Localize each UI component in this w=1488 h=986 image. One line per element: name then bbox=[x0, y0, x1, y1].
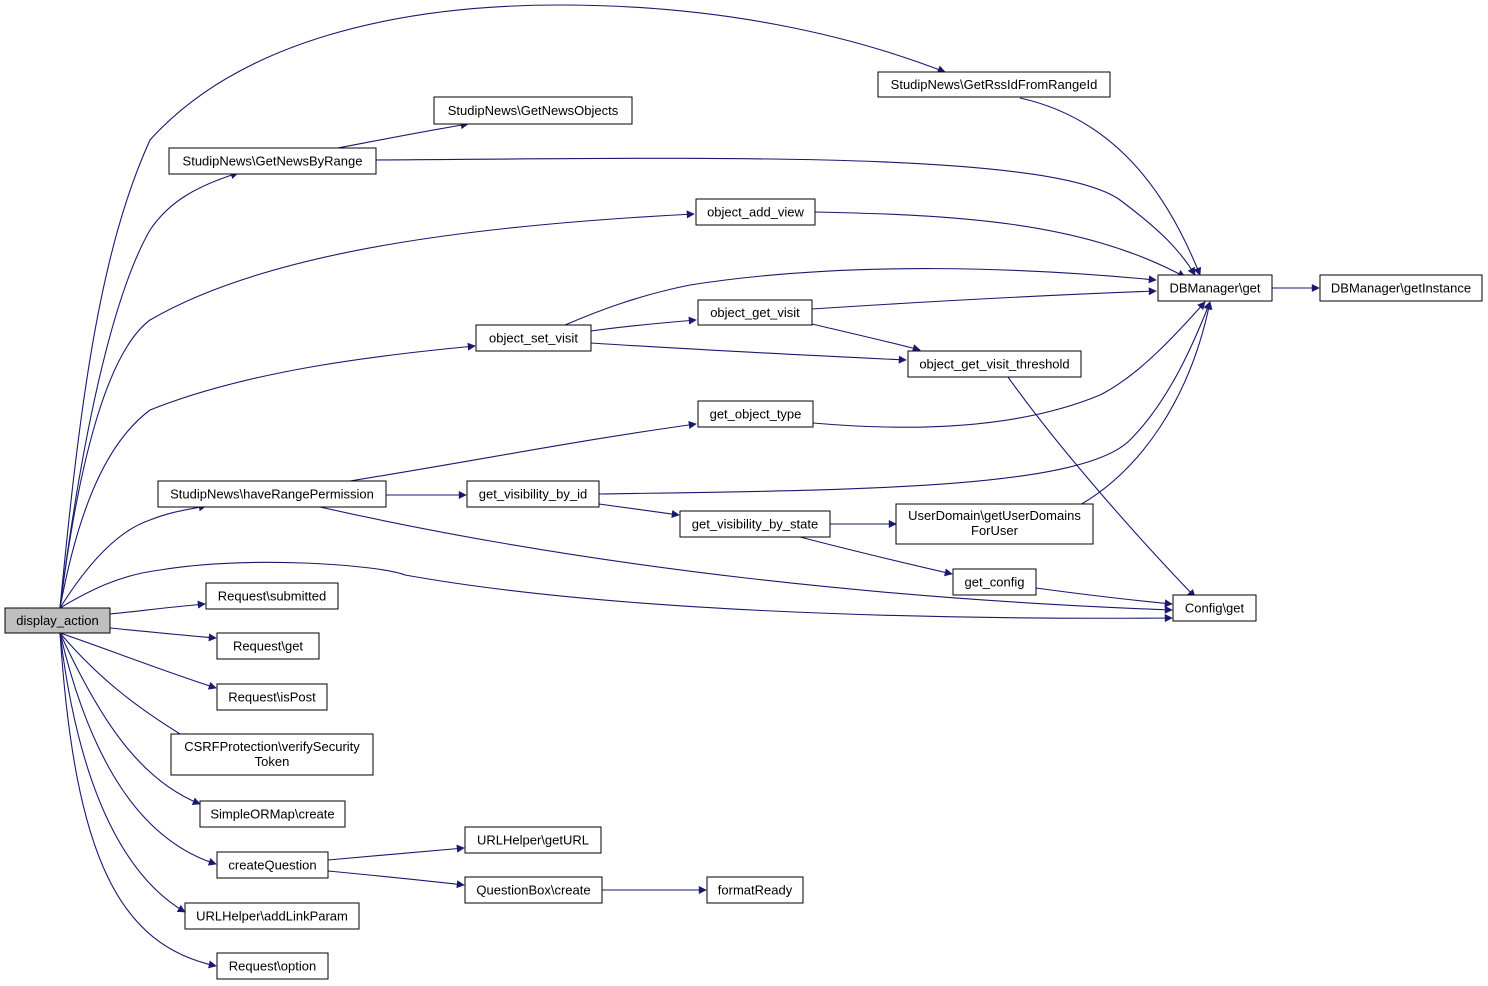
edge-get-visibility-by-id-to-dbmanager-get bbox=[598, 301, 1212, 495]
node-getrssidfromrangeid[interactable]: StudipNews\GetRssIdFromRangeId bbox=[877, 71, 1111, 98]
node-label: Request\get bbox=[233, 639, 303, 654]
node-display-action[interactable]: display_action bbox=[4, 607, 111, 634]
edge-threshold-to-config-get bbox=[1007, 376, 1196, 598]
node-getnewsbyrange[interactable]: StudipNews\GetNewsByRange bbox=[168, 147, 377, 175]
node-request-option[interactable]: Request\option bbox=[216, 952, 329, 980]
edge-object-set-visit-to-dbmanager-get bbox=[564, 268, 1157, 326]
node-simpleormap-create[interactable]: SimpleORMap\create bbox=[199, 800, 346, 828]
node-questionbox-create[interactable]: QuestionBox\create bbox=[464, 876, 603, 904]
node-label: object_get_visit bbox=[710, 305, 800, 320]
node-label: Token bbox=[255, 754, 290, 769]
node-dbmanager-getinstance[interactable]: DBManager\getInstance bbox=[1319, 274, 1483, 302]
node-label: QuestionBox\create bbox=[476, 883, 590, 898]
node-label: StudipNews\haveRangePermission bbox=[170, 487, 374, 502]
node-dbmanager-get[interactable]: DBManager\get bbox=[1157, 274, 1273, 302]
node-get-visibility-by-id[interactable]: get_visibility_by_id bbox=[466, 480, 600, 508]
node-label: ForUser bbox=[971, 523, 1019, 538]
edge-createquestion-to-urlhelper-geturl bbox=[327, 844, 465, 861]
edge-display-action-to-getrssid bbox=[59, 4, 946, 609]
edge-object-add-view-to-dbmanager-get bbox=[814, 211, 1186, 278]
node-object-get-visit-threshold[interactable]: object_get_visit_threshold bbox=[907, 350, 1082, 378]
node-get-object-type[interactable]: get_object_type bbox=[697, 400, 814, 428]
node-label: URLHelper\addLinkParam bbox=[196, 909, 348, 924]
edge-display-action-to-haverangepermission bbox=[59, 503, 207, 609]
edge-display-action-to-request-option bbox=[59, 632, 217, 969]
node-label: StudipNews\GetRssIdFromRangeId bbox=[891, 77, 1098, 92]
edge-display-action-to-request-submitted bbox=[109, 600, 206, 615]
edge-object-get-visit-to-dbmanager-get bbox=[811, 287, 1157, 310]
edge-getnewsbyrange-to-dbmanager-get bbox=[375, 157, 1196, 276]
node-label: formatReady bbox=[718, 883, 793, 898]
edge-get-config-to-config-get bbox=[1035, 587, 1173, 608]
edge-display-action-to-simpleormap-create bbox=[59, 632, 201, 806]
node-label: display_action bbox=[16, 613, 98, 628]
edge-by-state-to-get-config bbox=[799, 536, 953, 577]
edge-display-action-to-request-get bbox=[109, 627, 217, 642]
node-label: object_get_visit_threshold bbox=[919, 357, 1069, 372]
edge-haverangepermission-to-get-object-type bbox=[349, 421, 697, 482]
node-label: StudipNews\GetNewsByRange bbox=[183, 154, 363, 169]
node-label: CSRFProtection\verifySecurity bbox=[184, 739, 360, 754]
edge-display-action-to-createquestion bbox=[59, 632, 217, 866]
edge-display-action-to-urlhelper-addlinkparam bbox=[59, 632, 186, 913]
node-request-get[interactable]: Request\get bbox=[216, 632, 320, 660]
node-object-get-visit[interactable]: object_get_visit bbox=[697, 299, 813, 326]
node-csrf-verifysecuritytoken[interactable]: CSRFProtection\verifySecurity Token bbox=[170, 733, 374, 776]
node-urlhelper-geturl[interactable]: URLHelper\getURL bbox=[464, 826, 602, 854]
node-label: URLHelper\getURL bbox=[477, 833, 589, 848]
edge-display-action-to-request-ispost bbox=[59, 632, 217, 690]
node-label: Config\get bbox=[1185, 601, 1245, 616]
node-label: Request\submitted bbox=[218, 589, 326, 604]
node-getuserdomainsforuser[interactable]: UserDomain\getUserDomains ForUser bbox=[895, 503, 1094, 545]
edge-object-set-visit-to-threshold bbox=[590, 342, 907, 364]
node-label: object_set_visit bbox=[489, 331, 578, 346]
edge-display-action-to-getnewsbyrange bbox=[59, 171, 239, 609]
node-label: createQuestion bbox=[228, 858, 316, 873]
node-label: get_object_type bbox=[710, 407, 802, 422]
edge-display-action-to-config-get bbox=[59, 561, 1173, 623]
node-label: SimpleORMap\create bbox=[210, 807, 334, 822]
node-label: get_visibility_by_id bbox=[479, 487, 587, 502]
node-label: object_add_view bbox=[707, 205, 804, 220]
node-get-config[interactable]: get_config bbox=[952, 568, 1037, 596]
node-object-add-view[interactable]: object_add_view bbox=[695, 198, 816, 226]
edge-getuserdomains-to-dbmanager-get bbox=[1079, 301, 1213, 506]
node-getnewsobjects[interactable]: StudipNews\GetNewsObjects bbox=[433, 96, 633, 125]
node-createquestion[interactable]: createQuestion bbox=[216, 851, 329, 879]
node-formatready[interactable]: formatReady bbox=[706, 876, 804, 904]
edge-getnewsbyrange-to-getnewsobjects bbox=[337, 121, 469, 149]
node-config-get[interactable]: Config\get bbox=[1172, 594, 1257, 622]
edge-object-set-visit-to-object-get-visit bbox=[590, 316, 697, 332]
edge-getrssid-to-dbmanager-get bbox=[1019, 97, 1202, 276]
edge-display-action-to-object-add-view bbox=[59, 210, 695, 609]
edge-get-object-type-to-dbmanager-get bbox=[812, 301, 1206, 428]
node-label: StudipNews\GetNewsObjects bbox=[448, 103, 619, 118]
node-label: Request\option bbox=[229, 959, 316, 974]
edge-haverangepermission-to-config-get bbox=[319, 506, 1173, 614]
nodes: display_action StudipNews\GetRssIdFromRa… bbox=[4, 71, 1483, 980]
node-object-set-visit[interactable]: object_set_visit bbox=[475, 324, 592, 352]
edge-get-visibility-by-id-to-by-state bbox=[598, 503, 680, 518]
node-label: Request\isPost bbox=[228, 690, 316, 705]
node-urlhelper-addlinkparam[interactable]: URLHelper\addLinkParam bbox=[184, 902, 360, 930]
node-label: get_visibility_by_state bbox=[692, 517, 818, 532]
edge-object-get-visit-to-threshold bbox=[811, 323, 921, 353]
node-request-submitted[interactable]: Request\submitted bbox=[205, 582, 339, 610]
node-label: get_config bbox=[965, 575, 1025, 590]
node-label: UserDomain\getUserDomains bbox=[908, 508, 1081, 523]
edge-display-action-to-csrf bbox=[59, 632, 191, 741]
node-label: DBManager\get bbox=[1169, 281, 1260, 296]
edges bbox=[59, 4, 1320, 969]
node-haverangepermission[interactable]: StudipNews\haveRangePermission bbox=[157, 480, 387, 508]
edge-display-action-to-object-set-visit bbox=[59, 342, 476, 609]
node-request-ispost[interactable]: Request\isPost bbox=[216, 683, 328, 711]
node-get-visibility-by-state[interactable]: get_visibility_by_state bbox=[679, 510, 831, 538]
edge-createquestion-to-questionbox-create bbox=[327, 870, 465, 889]
node-label: DBManager\getInstance bbox=[1331, 281, 1471, 296]
